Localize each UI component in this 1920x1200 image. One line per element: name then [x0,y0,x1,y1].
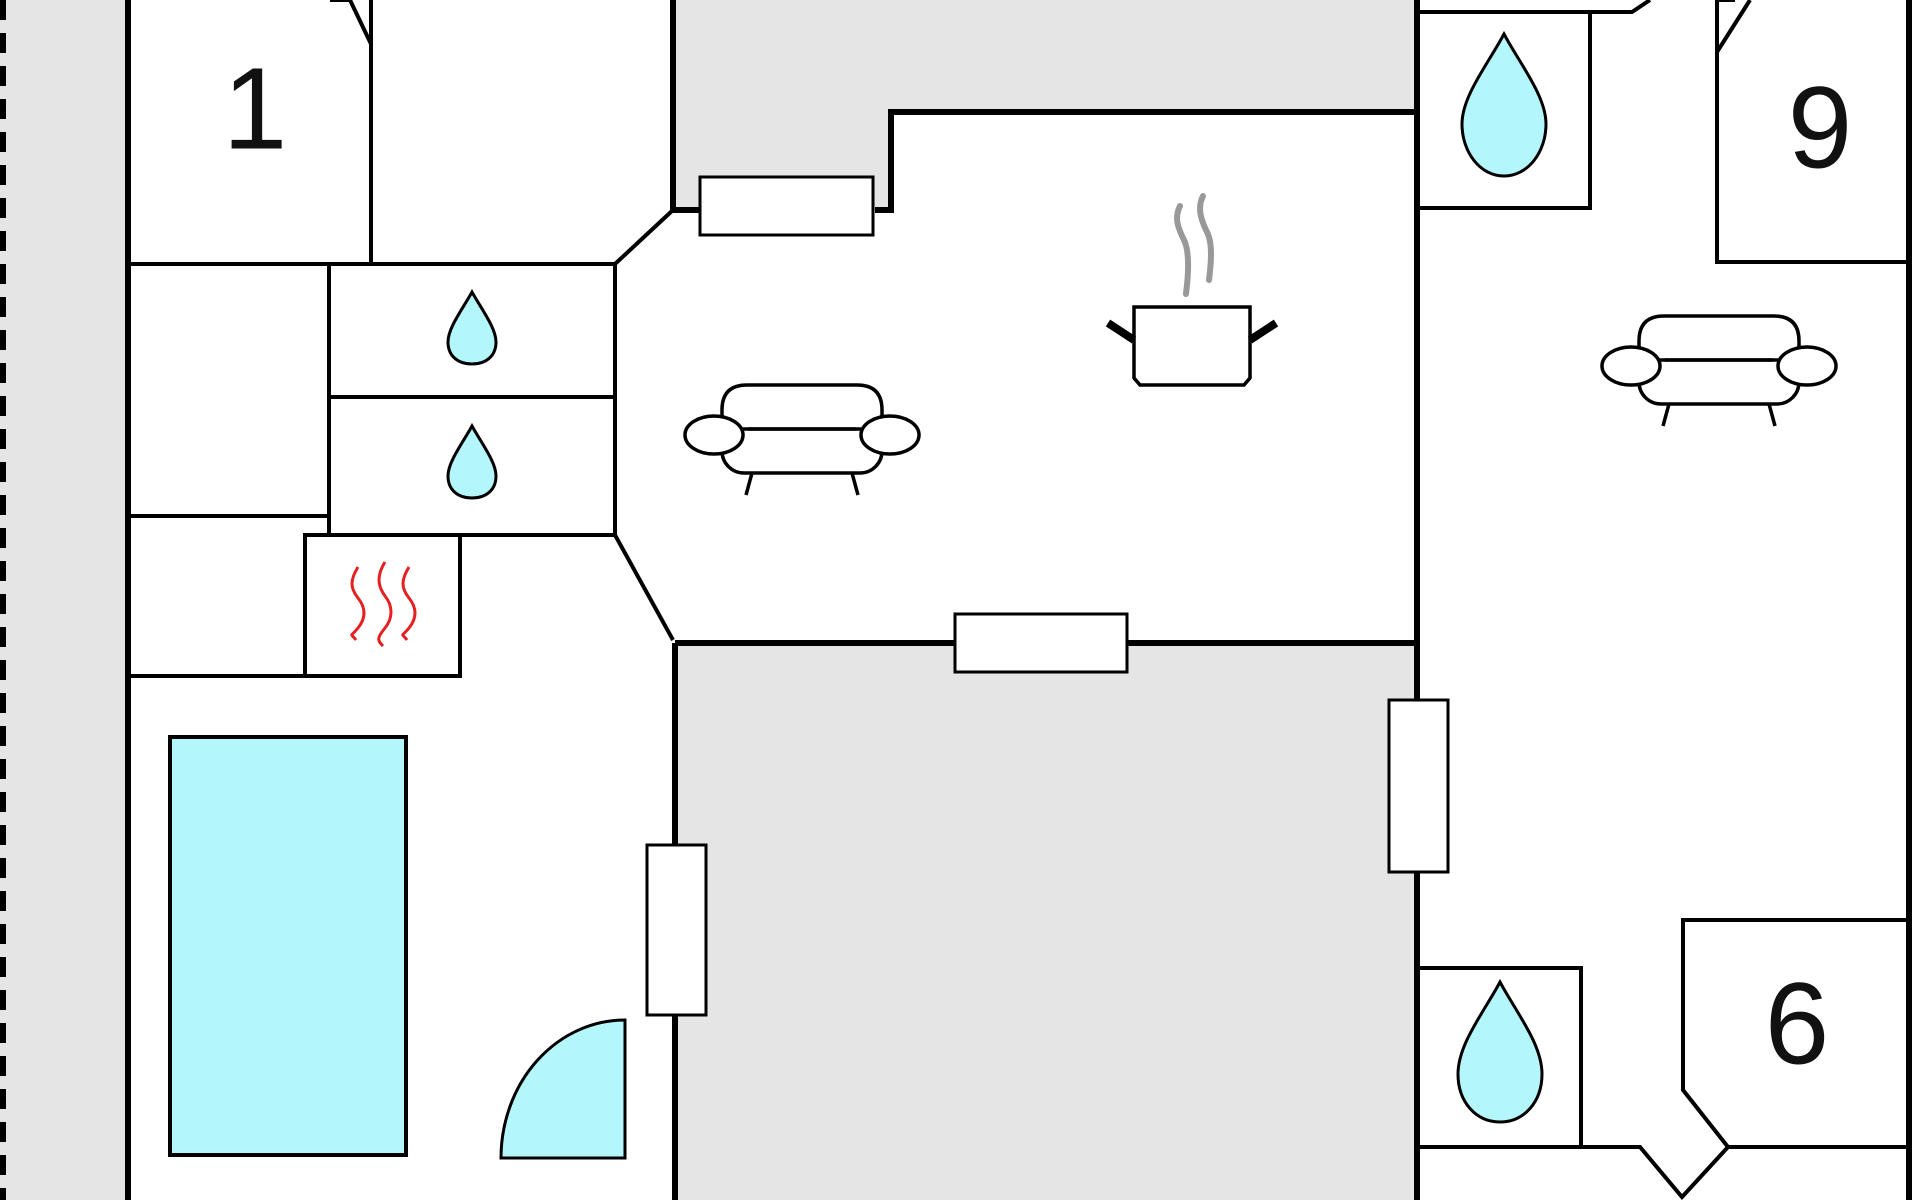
window-middle [953,612,1129,674]
room-number-1: 1 [223,44,288,174]
sofa-icon [1600,314,1838,427]
water-drop-icon [1456,978,1544,1124]
water-drop-icon [1460,30,1548,178]
shaded-area-top [673,0,1417,210]
walls [125,0,1912,1200]
outside-strip [0,0,125,1200]
water-drop-icon [446,422,498,500]
cooking-pot-icon [1105,193,1279,387]
window-left [645,843,708,1017]
heat-waves-icon [350,561,417,648]
window-top [698,175,875,237]
room-number-9: 9 [1788,63,1853,193]
swimming-pool [168,735,408,1157]
room-number-6: 6 [1765,959,1830,1089]
water-drop-icon [446,288,498,366]
interior-walls [128,0,1909,1200]
sofa-icon [683,383,921,496]
window-right [1387,698,1450,874]
shaded-area-center [675,643,1417,1200]
door-swing-icon [499,1018,627,1160]
